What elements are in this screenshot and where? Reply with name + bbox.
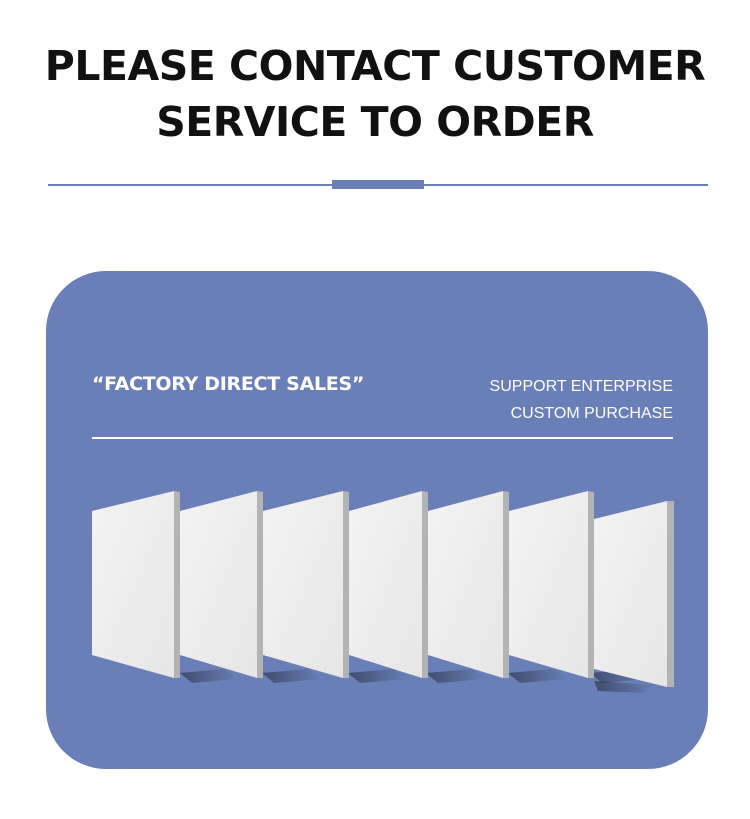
card-divider — [92, 437, 673, 439]
page-title: PLEASE CONTACT CUSTOMER SERVICE TO ORDER — [0, 38, 750, 150]
title-divider-accent — [332, 180, 424, 189]
factory-direct-sales-tagline: “FACTORY DIRECT SALES” — [92, 373, 365, 395]
promo-card: “FACTORY DIRECT SALES” SUPPORT ENTERPRIS… — [46, 271, 708, 769]
panel-4 — [349, 491, 486, 683]
product-panels-image — [92, 491, 674, 693]
support-enterprise-text: SUPPORT ENTERPRISE — [489, 378, 673, 395]
panel-2 — [180, 491, 322, 683]
panel-6 — [509, 491, 650, 683]
support-text: SUPPORT ENTERPRISE CUSTOM PURCHASE — [490, 373, 673, 427]
custom-purchase-text: CUSTOM PURCHASE — [510, 405, 673, 422]
panel-1 — [92, 491, 238, 683]
panel-3 — [263, 491, 408, 683]
panel-7 — [594, 501, 674, 693]
panel-5 — [428, 491, 568, 683]
page-title-line-2: SERVICE TO ORDER — [156, 98, 594, 146]
page-title-line-1: PLEASE CONTACT CUSTOMER — [44, 42, 706, 90]
